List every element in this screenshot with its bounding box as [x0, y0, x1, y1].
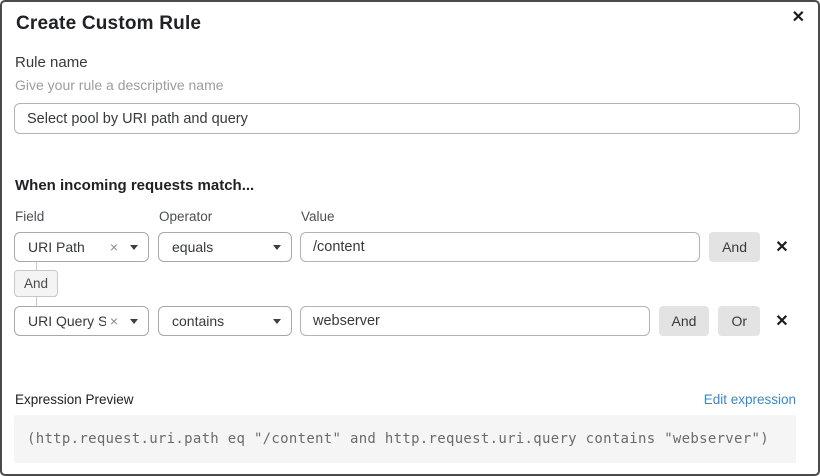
expression-preview-code: (http.request.uri.path eq "/content" and…: [14, 415, 796, 463]
clear-icon[interactable]: ×: [109, 313, 118, 329]
connector-line-bottom: [35, 297, 37, 306]
chevron-down-icon: [273, 318, 281, 324]
field-select[interactable]: URI Path ×: [14, 232, 149, 262]
field-select-value: URI Query St...: [28, 313, 106, 329]
connector-line-top: [35, 262, 37, 270]
page-title: Create Custom Rule: [16, 13, 202, 34]
operator-column-label: Operator: [159, 209, 213, 224]
rule-name-label: Rule name: [15, 54, 88, 71]
condition-column-labels: Field Operator Value: [15, 210, 818, 224]
close-icon[interactable]: ✕: [791, 9, 805, 26]
condition-connector: And: [14, 262, 58, 306]
condition-row-2: URI Query St... × contains And Or ✕: [14, 306, 791, 336]
rule-name-helper: Give your rule a descriptive name: [15, 77, 224, 93]
clear-icon[interactable]: ×: [109, 239, 118, 255]
operator-select[interactable]: contains: [158, 306, 292, 336]
expression-preview-header: Expression Preview Edit expression: [15, 392, 796, 407]
operator-select-value: equals: [172, 239, 214, 255]
and-button[interactable]: And: [709, 232, 760, 262]
rule-name-input[interactable]: [14, 103, 800, 134]
and-button[interactable]: And: [658, 306, 710, 336]
value-column-label: Value: [301, 209, 335, 224]
operator-select[interactable]: equals: [158, 232, 292, 262]
edit-expression-link[interactable]: Edit expression: [703, 392, 796, 407]
delete-row-icon[interactable]: ✕: [775, 239, 789, 256]
expression-preview-label: Expression Preview: [15, 392, 134, 407]
field-column-label: Field: [15, 209, 45, 224]
value-input[interactable]: [300, 232, 701, 262]
field-select[interactable]: URI Query St... ×: [14, 306, 149, 336]
chevron-down-icon: [273, 244, 281, 250]
condition-row-1: URI Path × equals And ✕: [14, 232, 791, 262]
chevron-down-icon: [130, 318, 138, 324]
operator-select-value: contains: [172, 313, 225, 329]
expression-code-text: (http.request.uri.path eq "/content" and…: [27, 431, 769, 447]
delete-row-icon[interactable]: ✕: [775, 313, 789, 330]
match-section-heading: When incoming requests match...: [15, 177, 255, 194]
value-input[interactable]: [300, 306, 650, 336]
chevron-down-icon: [130, 244, 138, 250]
or-button[interactable]: Or: [718, 306, 760, 336]
and-connector-badge: And: [14, 270, 58, 297]
field-select-value: URI Path: [28, 239, 85, 255]
